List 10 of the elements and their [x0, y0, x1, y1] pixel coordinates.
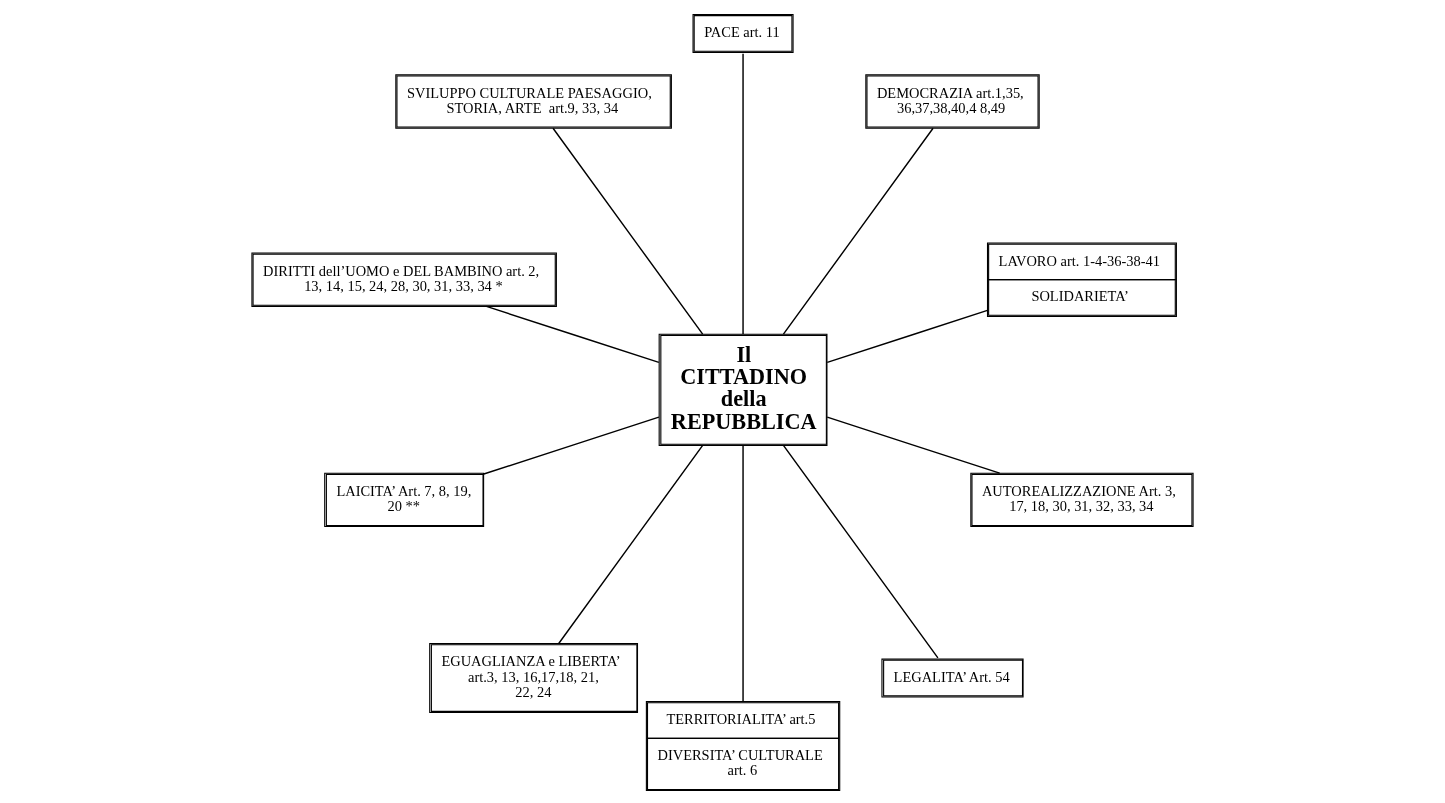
connector	[558, 444, 704, 644]
connector	[782, 127, 934, 335]
connector	[826, 309, 989, 363]
connector	[485, 305, 660, 363]
connector	[483, 415, 660, 475]
connector	[742, 444, 744, 702]
connector	[552, 127, 704, 335]
connector	[782, 444, 939, 659]
connector	[742, 52, 744, 335]
connector	[826, 415, 1001, 474]
